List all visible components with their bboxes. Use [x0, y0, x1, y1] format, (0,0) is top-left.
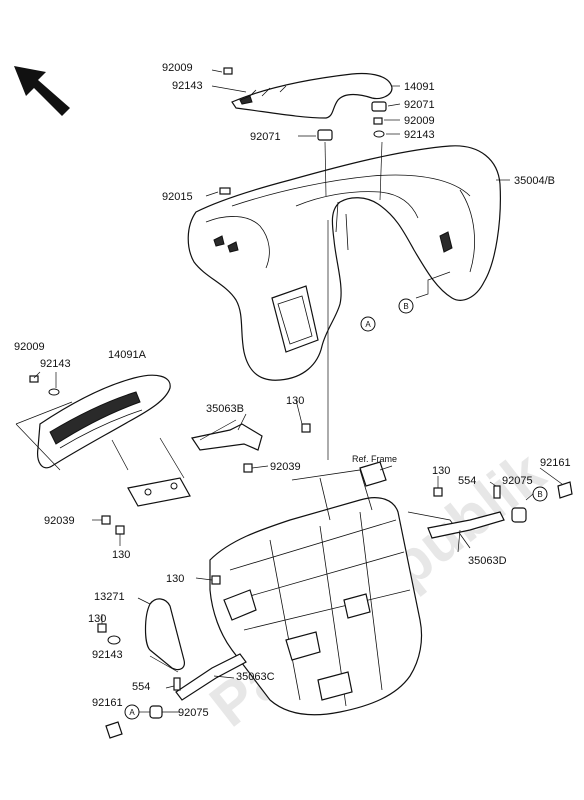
- label-92143-right: 92143: [404, 129, 435, 141]
- stay-35063D: [427, 511, 505, 539]
- frame-structure: [209, 461, 471, 716]
- label-130-left: 130: [112, 549, 130, 561]
- label-554-low: 554: [132, 681, 150, 693]
- label-130-right: 130: [432, 465, 450, 477]
- label-92009-right: 92009: [404, 115, 435, 127]
- stay-35063B: [191, 413, 263, 451]
- label-35063D: 35063D: [468, 555, 507, 567]
- label-35063C: 35063C: [236, 671, 275, 683]
- label-130-low: 130: [88, 613, 106, 625]
- label-92039-left: 92039: [44, 515, 75, 527]
- label-35063B: 35063B: [206, 403, 244, 415]
- label-92009-top: 92009: [162, 62, 193, 74]
- label-92015: 92015: [162, 191, 193, 203]
- marker-a-top: A: [360, 316, 376, 332]
- label-14091A: 14091A: [108, 349, 147, 361]
- marker-a-low: A: [124, 704, 140, 720]
- svg-text:B: B: [403, 302, 408, 311]
- label-13271: 13271: [94, 591, 125, 603]
- leader-lines: [33, 69, 563, 713]
- label-92161-low: 92161: [92, 697, 123, 709]
- side-cover-14091A: [15, 374, 171, 471]
- marker-b-right: B: [532, 486, 548, 502]
- svg-text:B: B: [537, 490, 542, 499]
- reference-note: Ref. Frame: [352, 454, 397, 464]
- label-92039-right: 92039: [270, 461, 301, 473]
- bracket-13271: [137, 597, 185, 673]
- stay-35063C: [175, 653, 247, 701]
- bracket-left: [127, 477, 191, 507]
- label-130-mid: 130: [166, 573, 184, 585]
- rear-fender-35004B: [187, 145, 501, 381]
- label-92143-low: 92143: [92, 649, 123, 661]
- label-554-right: 554: [458, 475, 476, 487]
- direction-arrow-icon: [14, 66, 70, 116]
- label-130-upper: 130: [286, 395, 304, 407]
- label-35004B: 35004/B: [514, 175, 555, 187]
- svg-text:A: A: [129, 708, 135, 717]
- label-92071-left: 92071: [250, 131, 281, 143]
- label-92143-top: 92143: [172, 80, 203, 92]
- label-92009-left: 92009: [14, 341, 45, 353]
- label-92075-low: 92075: [178, 707, 209, 719]
- label-92075-right: 92075: [502, 475, 533, 487]
- marker-b-top: B: [398, 298, 414, 314]
- label-92143-left: 92143: [40, 358, 71, 370]
- label-92071-right: 92071: [404, 99, 435, 111]
- svg-text:A: A: [365, 320, 371, 329]
- top-flap-14091: [231, 72, 393, 119]
- label-14091: 14091: [404, 81, 435, 93]
- label-92161-right: 92161: [540, 457, 571, 469]
